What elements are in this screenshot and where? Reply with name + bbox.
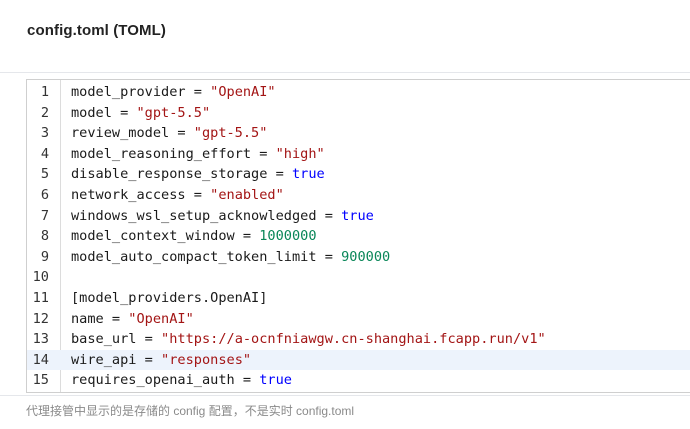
code-text: windows_wsl_setup_acknowledged = true <box>71 206 374 227</box>
code-value: 900000 <box>341 248 391 265</box>
line-number: 5 <box>40 166 49 183</box>
code-key: network_access = <box>71 186 211 203</box>
code-text: review_model = "gpt-5.5" <box>71 123 267 144</box>
code-text: model_context_window = 1000000 <box>71 226 317 247</box>
code-value: "enabled" <box>210 186 284 203</box>
code-key: model_auto_compact_token_limit = <box>71 248 342 265</box>
code-text: model_auto_compact_token_limit = 900000 <box>71 247 390 268</box>
line-number: 11 <box>32 289 49 306</box>
code-value: "high" <box>275 145 325 162</box>
code-key: name = <box>71 310 129 327</box>
code-value: "OpenAI" <box>128 310 194 327</box>
code-text: wire_api = "responses" <box>71 350 251 371</box>
code-line[interactable]: 5 disable_response_storage = true <box>27 164 690 185</box>
line-number: 3 <box>40 125 49 142</box>
code-key: [model_providers.OpenAI] <box>71 289 268 306</box>
line-number: 4 <box>40 145 49 162</box>
code-key: review_model = <box>71 125 194 142</box>
code-value: 1000000 <box>259 228 317 245</box>
code-key: windows_wsl_setup_acknowledged = <box>71 207 342 224</box>
code-value: "gpt-5.5" <box>136 104 211 121</box>
code-line[interactable]: 11 [model_providers.OpenAI] <box>27 288 690 309</box>
code-value: "OpenAI" <box>210 84 276 100</box>
code-text: disable_response_storage = true <box>71 164 325 185</box>
code-editor[interactable]: 1 model_provider = "OpenAI" 2 model = "gpt-… <box>26 79 690 393</box>
line-number: 7 <box>40 207 49 224</box>
code-value: "gpt-5.5" <box>193 125 268 142</box>
code-value: true <box>259 372 292 389</box>
code-key: model_reasoning_effort = <box>71 145 276 162</box>
code-key: model_provider = <box>71 84 211 100</box>
code-line[interactable]: 12 name = "OpenAI" <box>27 309 690 330</box>
code-value: "responses" <box>161 351 252 368</box>
code-text: [model_providers.OpenAI] <box>71 288 267 309</box>
line-number: 14 <box>32 351 49 368</box>
code-text: model_provider = "OpenAI" <box>71 82 276 103</box>
code-text: requires_openai_auth = true <box>71 370 292 391</box>
code-line[interactable]: 7 windows_wsl_setup_acknowledged = true <box>27 206 690 227</box>
code-key: wire_api = <box>71 351 162 368</box>
line-number: 13 <box>32 331 49 348</box>
code-line[interactable]: 8 model_context_window = 1000000 <box>27 226 690 247</box>
code-key: base_url = <box>71 331 162 348</box>
code-text: base_url = "https://a-ocnfniawgw.cn-shan… <box>71 329 546 350</box>
code-line[interactable]: 15 requires_openai_auth = true <box>27 370 690 391</box>
panel-title: config.toml (TOML) <box>27 22 166 39</box>
line-number: 8 <box>40 228 49 245</box>
line-number: 10 <box>32 269 49 286</box>
code-text: model = "gpt-5.5" <box>71 103 210 124</box>
line-number: 2 <box>40 104 49 121</box>
code-text: name = "OpenAI" <box>71 309 194 330</box>
code-key: model = <box>71 104 137 121</box>
code-key: model_context_window = <box>71 228 260 245</box>
code-key: disable_response_storage = <box>71 166 292 183</box>
code-line[interactable]: 13 base_url = "https://a-ocnfniawgw.cn-sh… <box>27 329 690 350</box>
code-line[interactable]: 14 wire_api = "responses" <box>27 349 690 371</box>
line-number: 6 <box>40 186 49 203</box>
line-number-gutter <box>27 80 61 392</box>
code-line[interactable]: 6 network_access = "enabled" <box>27 185 690 206</box>
code-value: true <box>291 166 325 183</box>
code-line[interactable]: 4 model_reasoning_effort = "high" <box>27 144 690 165</box>
code-key: requires_openai_auth = <box>71 372 260 389</box>
code-lines: 1 model_provider = "OpenAI" 2 model = "gpt-… <box>27 82 690 391</box>
code-line[interactable]: 3 review_model = "gpt-5.5" <box>27 123 690 144</box>
code-value: "https://a-ocnfniawgw.cn-shanghai.fcapp.… <box>161 331 546 348</box>
code-value: true <box>341 207 374 224</box>
line-number: 1 <box>40 84 49 100</box>
code-text: model_reasoning_effort = "high" <box>71 144 325 165</box>
line-number: 12 <box>32 310 49 327</box>
code-text: network_access = "enabled" <box>71 185 284 206</box>
code-line[interactable]: 1 model_provider = "OpenAI" <box>27 82 690 103</box>
code-line[interactable]: 9 model_auto_compact_token_limit = 900000 <box>27 247 690 268</box>
line-number: 9 <box>40 248 49 265</box>
code-line[interactable]: 10 <box>27 267 690 288</box>
code-line[interactable]: 2 model = "gpt-5.5" <box>27 103 690 124</box>
hint-text: 代理接管中显示的是存储的 config 配置，不是实时 config.toml <box>26 404 355 418</box>
line-number: 15 <box>32 372 49 389</box>
